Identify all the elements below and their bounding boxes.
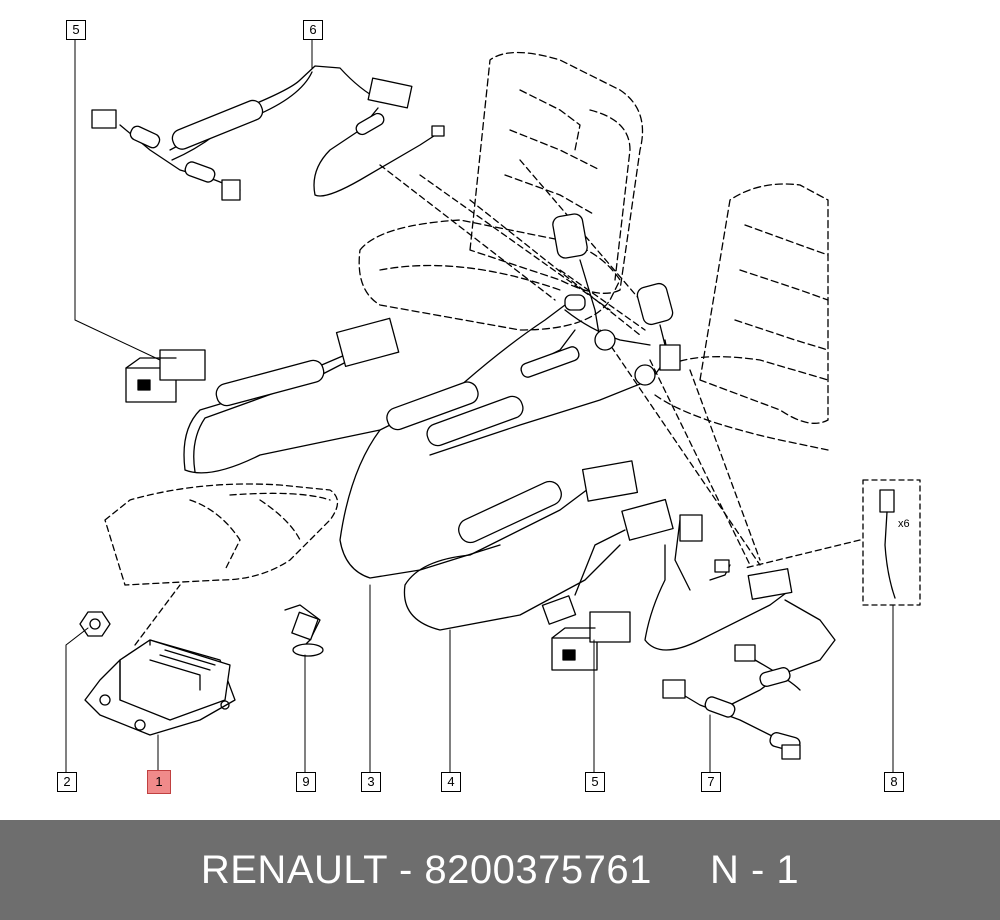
leader-lines [65, 37, 894, 773]
front-seat-right [654, 183, 829, 451]
harness-part-3 [183, 294, 651, 579]
harness-part-7 [644, 514, 836, 760]
callout-6: 6 [303, 20, 323, 40]
seat-belt-buckles [552, 213, 674, 386]
harness-part-4 [403, 339, 681, 631]
callout-2: 2 [57, 772, 77, 792]
harness-part-6 [91, 65, 445, 201]
part-number-label: RENAULT - 8200375761 N - 1 [200, 848, 800, 892]
floor-console [104, 483, 339, 586]
callout-4: 4 [441, 772, 461, 792]
callout-9: 9 [296, 772, 316, 792]
sensor-part-5-upper [125, 349, 206, 403]
nut-part-2 [79, 611, 111, 637]
callout-3: 3 [361, 772, 381, 792]
wire-part-8 [862, 479, 921, 606]
guide-lines [134, 159, 861, 646]
quantity-label: x6 [898, 518, 910, 530]
callout-5-upper: 5 [66, 20, 86, 40]
callout-5-lower: 5 [585, 772, 605, 792]
front-seat-left [358, 51, 644, 331]
parts-diagram [65, 37, 921, 773]
sensor-part-5-lower [551, 611, 631, 671]
callout-8: 8 [884, 772, 904, 792]
callout-7: 7 [701, 772, 721, 792]
callout-1-highlighted: 1 [147, 770, 171, 794]
clip-part-9 [284, 604, 324, 657]
footer-bar: RENAULT - 8200375761 N - 1 [0, 820, 1000, 920]
airbag-control-unit [84, 639, 236, 736]
